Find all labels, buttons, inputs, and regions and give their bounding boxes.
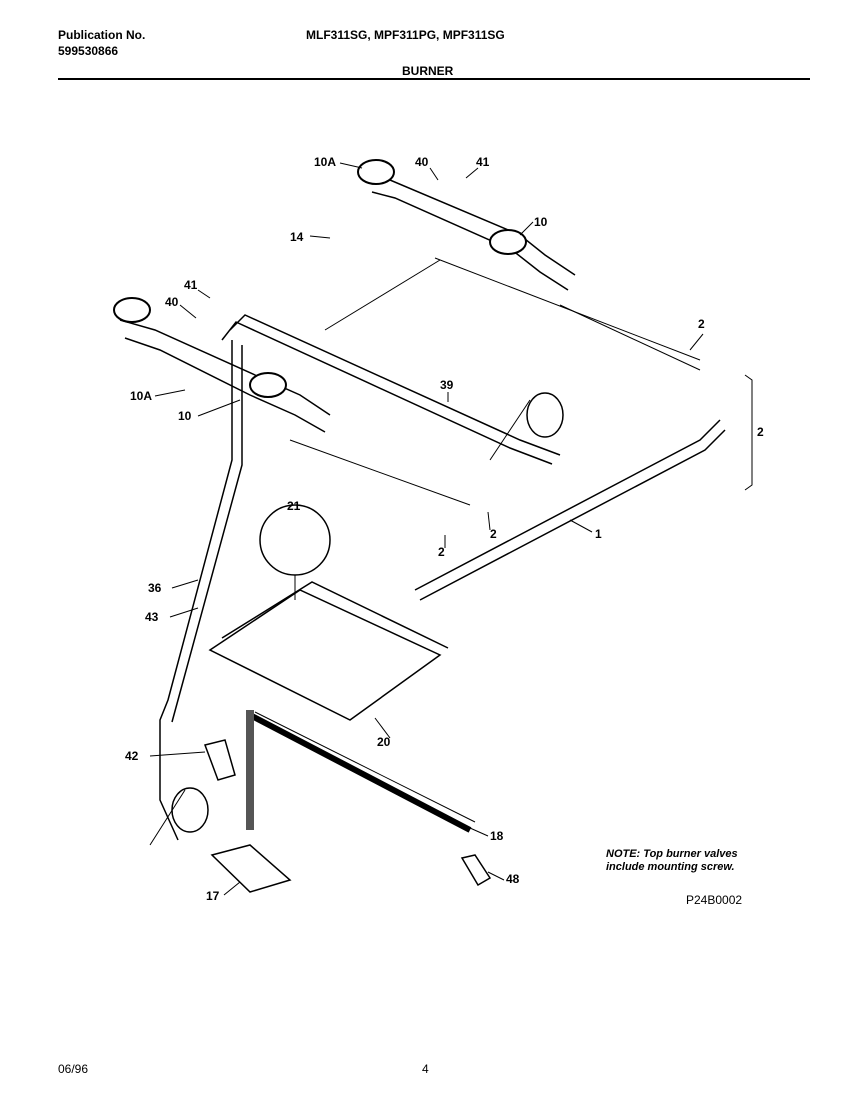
callout-39: 39: [440, 378, 454, 392]
callout-2-upper: 2: [698, 317, 705, 331]
callout-40-rear: 40: [415, 155, 429, 169]
callout-1: 1: [595, 527, 602, 541]
figure-code: P24B0002: [686, 893, 743, 907]
header-rule: [58, 78, 810, 80]
burner-head-rear-right: [489, 229, 527, 255]
callout-10a-front: 10A: [130, 389, 152, 403]
callout-10-rear: 10: [534, 215, 548, 229]
mounting-note: NOTE: Top burner valves include mounting…: [606, 848, 738, 873]
burner-heads: [113, 159, 527, 398]
burner-head-rear-left: [357, 159, 395, 185]
callout-42: 42: [125, 749, 139, 763]
callout-41-front: 41: [184, 278, 198, 292]
callout-41-rear: 41: [476, 155, 490, 169]
callout-18: 18: [490, 829, 504, 843]
model-numbers: MLF311SG, MPF311PG, MPF311SG: [306, 28, 505, 42]
page-number: 4: [422, 1062, 429, 1076]
callout-2-lower: 2: [438, 545, 445, 559]
callout-20: 20: [377, 735, 391, 749]
callout-10a-rear: 10A: [314, 155, 336, 169]
diagram-lines: [119, 174, 753, 893]
burner-head-front-left: [113, 297, 151, 323]
callout-36: 36: [148, 581, 162, 595]
leader-lines: [149, 162, 704, 896]
callout-43: 43: [145, 610, 159, 624]
callout-21: 21: [287, 499, 301, 513]
callout-2-mid: 2: [490, 527, 497, 541]
publication-label: Publication No.: [58, 28, 146, 42]
publication-number: 599530866: [58, 44, 119, 58]
callout-48: 48: [506, 872, 520, 886]
callout-14: 14: [290, 230, 304, 244]
section-title: BURNER: [402, 64, 454, 78]
footer-date: 06/96: [58, 1062, 89, 1076]
callout-2-right: 2: [757, 425, 764, 439]
burner-head-front-right: [249, 372, 287, 398]
callout-17: 17: [206, 889, 220, 903]
callout-labels: 10A 40 41 14 10 41 40 2 10A 10 39 2 21 1…: [125, 155, 764, 903]
callout-40-front: 40: [165, 295, 179, 309]
callout-10-front: 10: [178, 409, 192, 423]
